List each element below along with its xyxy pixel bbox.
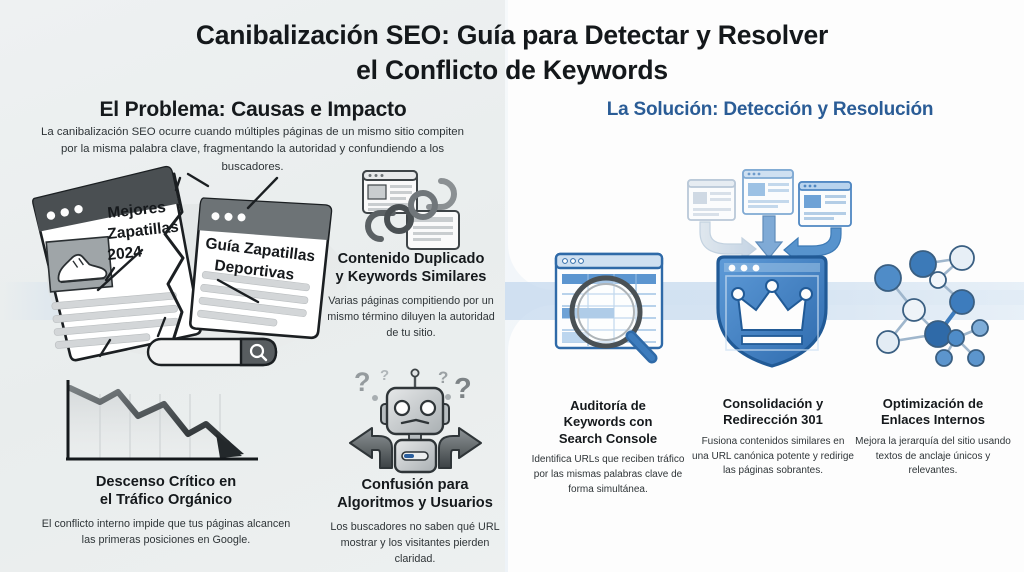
column-consolidation-body: Fusiona contenidos similares en una URL …	[692, 435, 854, 477]
page-card-icon	[742, 169, 794, 215]
torn-browser-windows-icon: Mejores Zapatillas 2024 Guía Zapatillas	[22, 165, 352, 362]
column-consolidation-heading: Consolidación y Redirección 301	[692, 396, 854, 429]
page-title-line1: Canibalización SEO: Guía para Detectar y…	[195, 20, 829, 50]
heading-line2: Algoritmos y Usuarios	[337, 495, 493, 512]
column-keyword-audit-heading: Auditoría de Keywords con Search Console	[528, 398, 688, 447]
heading-line2: el Tráfico Orgánico	[99, 492, 233, 509]
confused-robot-icon: ? ? ? ?	[326, 366, 504, 474]
block-traffic-drop: Descenso Crítico en el Tráfico Orgánico …	[40, 473, 292, 548]
svg-text:?: ?	[354, 367, 371, 397]
heading-line2: y Keywords Similares	[335, 269, 487, 286]
column-internal-links-heading: Optimización de Enlaces Internos	[852, 396, 1014, 429]
magnifying-glass-icon	[569, 275, 658, 364]
left-section-heading: El Problema: Causas e Impacto	[99, 98, 407, 121]
block-duplicate-content-body: Varias páginas compitiendo por un mismo …	[327, 294, 495, 340]
page-card-icon	[687, 179, 736, 221]
question-mark-icon: ? ? ? ?	[354, 367, 472, 405]
heading-line2: Keywords con	[563, 414, 653, 430]
svg-text:?: ?	[454, 373, 472, 405]
heading-line3: Search Console	[558, 430, 658, 446]
heading-line1: Auditoría de	[570, 398, 646, 413]
browser-a-label-line1: Mejores	[107, 199, 167, 222]
column-keyword-audit-body: Identifica URLs que reciben tráfico por …	[531, 454, 685, 495]
shield-crown-icon	[686, 168, 858, 368]
right-section-heading: La Solución: Detección y Resolución	[606, 99, 934, 120]
block-duplicate-content-heading: Contenido Duplicado y Keywords Similares	[320, 250, 502, 287]
column-keyword-audit: Auditoría de Keywords con Search Console…	[528, 398, 688, 498]
arrow-right-icon	[438, 427, 482, 469]
heading-line1: Descenso Crítico en	[95, 474, 237, 490]
page-title-line2: el Conflicto de Keywords	[356, 54, 668, 85]
arrow-left-icon	[349, 427, 393, 469]
page-card-icon	[798, 181, 852, 227]
page-title: Canibalización SEO: Guía para Detectar y…	[112, 18, 912, 88]
declining-line-chart-icon	[52, 374, 276, 466]
heading-line1: Contenido Duplicado	[337, 251, 485, 267]
svg-text:?: ?	[380, 367, 389, 384]
svg-text:?: ?	[438, 368, 448, 387]
internal-link-network-icon	[866, 245, 1016, 372]
arrow-down-icon	[699, 215, 842, 264]
heading-line1: Confusión para	[361, 477, 469, 493]
heading-line1: Consolidación y	[722, 396, 824, 411]
search-console-table-icon	[540, 248, 688, 370]
sneaker-icon	[57, 253, 108, 284]
left-lead-paragraph: La canibalización SEO ocurre cuando múlt…	[41, 126, 464, 173]
column-internal-links: Optimización de Enlaces Internos Mejora …	[852, 396, 1014, 479]
block-duplicate-content: Contenido Duplicado y Keywords Similares…	[320, 250, 502, 341]
heading-line2: Redirección 301	[723, 412, 823, 428]
search-bar-icon[interactable]	[146, 336, 280, 368]
broken-chain-link-icon	[357, 167, 463, 253]
column-consolidation: Consolidación y Redirección 301 Fusiona …	[692, 396, 854, 479]
block-traffic-drop-body: El conflicto interno impide que tus pági…	[41, 517, 291, 546]
block-confusion-heading: Confusión para Algoritmos y Usuarios	[320, 476, 510, 513]
block-confusion: Confusión para Algoritmos y Usuarios Los…	[320, 476, 510, 567]
column-internal-links-body: Mejora la jerarquía del sitio usando tex…	[855, 435, 1011, 477]
block-traffic-drop-heading: Descenso Crítico en el Tráfico Orgánico	[40, 473, 292, 510]
block-confusion-body: Los buscadores no saben qué URL mostrar …	[330, 520, 500, 566]
heading-line2: Enlaces Internos	[880, 412, 986, 428]
heading-line1: Optimización de	[882, 396, 984, 411]
